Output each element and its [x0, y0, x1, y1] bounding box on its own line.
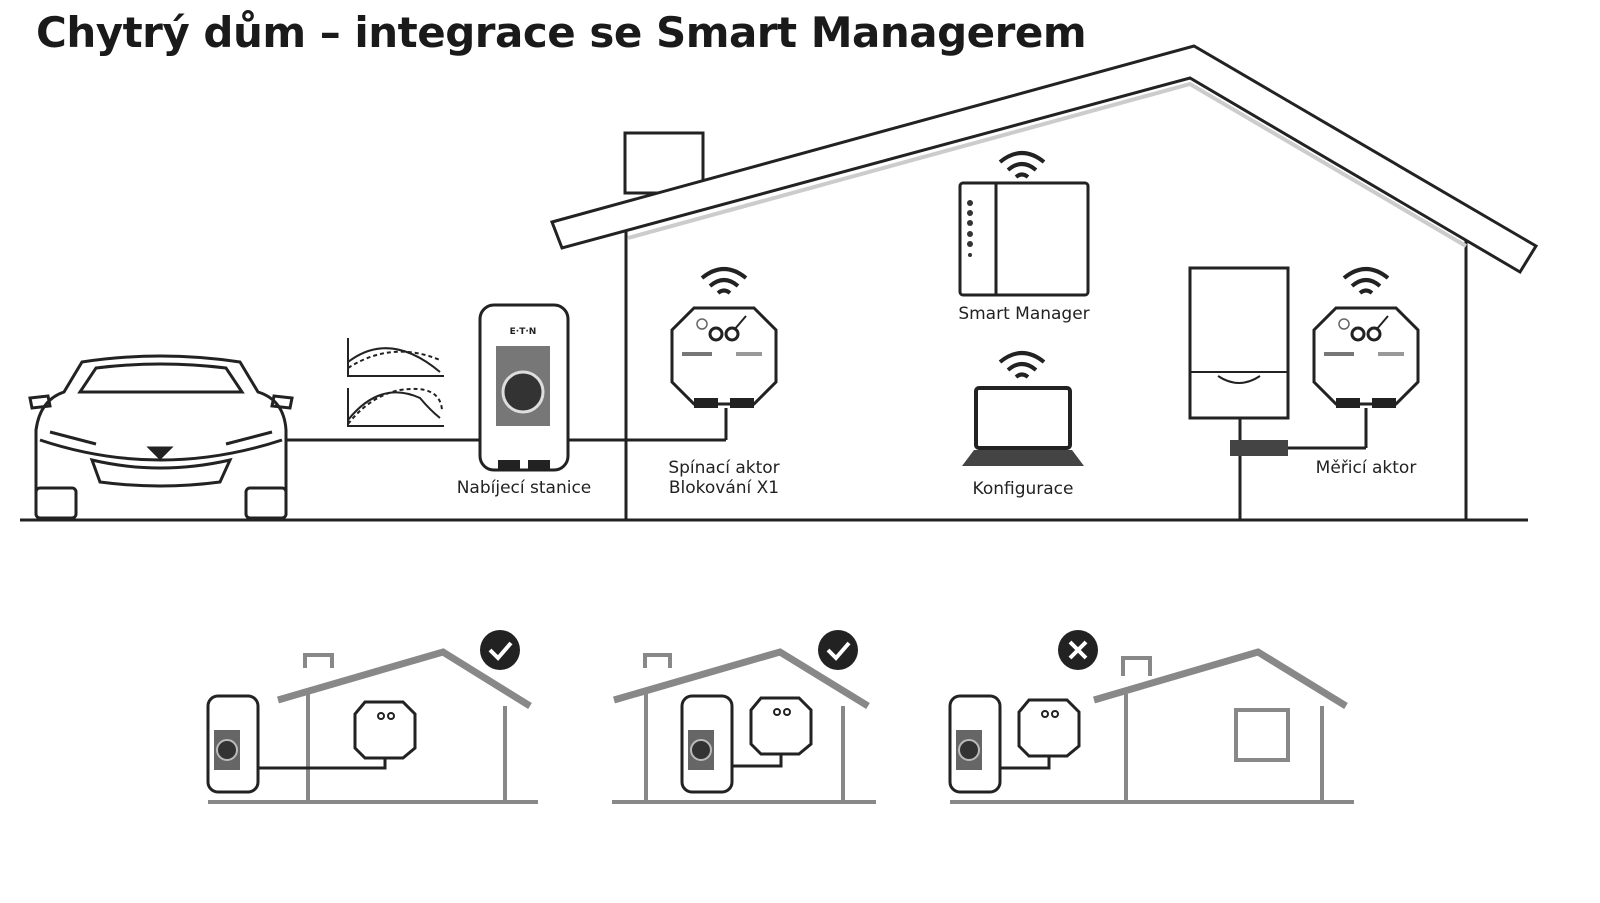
wifi-icon [998, 151, 1046, 179]
brand-logo: E·T·N [510, 327, 537, 337]
current-clamp [1230, 440, 1288, 456]
wifi-icon [1342, 267, 1390, 295]
check-icon [818, 630, 858, 670]
laptop-illustration [962, 386, 1084, 466]
car-illustration [28, 354, 294, 520]
roof [550, 44, 1539, 275]
check-icon [480, 630, 520, 670]
label-configuration: Konfigurace [973, 479, 1074, 499]
page-title: Chytrý dům – integrace se Smart Managere… [36, 8, 1087, 57]
smart-manager-device [958, 181, 1090, 297]
scenario-1 [206, 630, 538, 804]
label-charging-station: Nabíjecí stanice [457, 478, 592, 498]
scenario-2 [612, 630, 876, 804]
scenario-3 [948, 630, 1354, 804]
boiler-illustration [1188, 266, 1368, 520]
switch-actuator-device [670, 306, 778, 410]
wifi-icon [998, 351, 1046, 379]
metering-actuator-device [1312, 306, 1420, 410]
label-smart-manager: Smart Manager [958, 304, 1089, 324]
label-switch-actuator: Spínací aktor [668, 458, 779, 478]
wifi-icon [700, 267, 748, 295]
charging-station-illustration: E·T·N [286, 303, 726, 472]
cross-icon [1058, 630, 1098, 670]
label-metering-actuator: Měřicí aktor [1316, 458, 1417, 478]
house-outline [550, 44, 1539, 520]
charging-curve-icons [347, 338, 444, 427]
label-blocking-x1: Blokování X1 [669, 478, 779, 498]
